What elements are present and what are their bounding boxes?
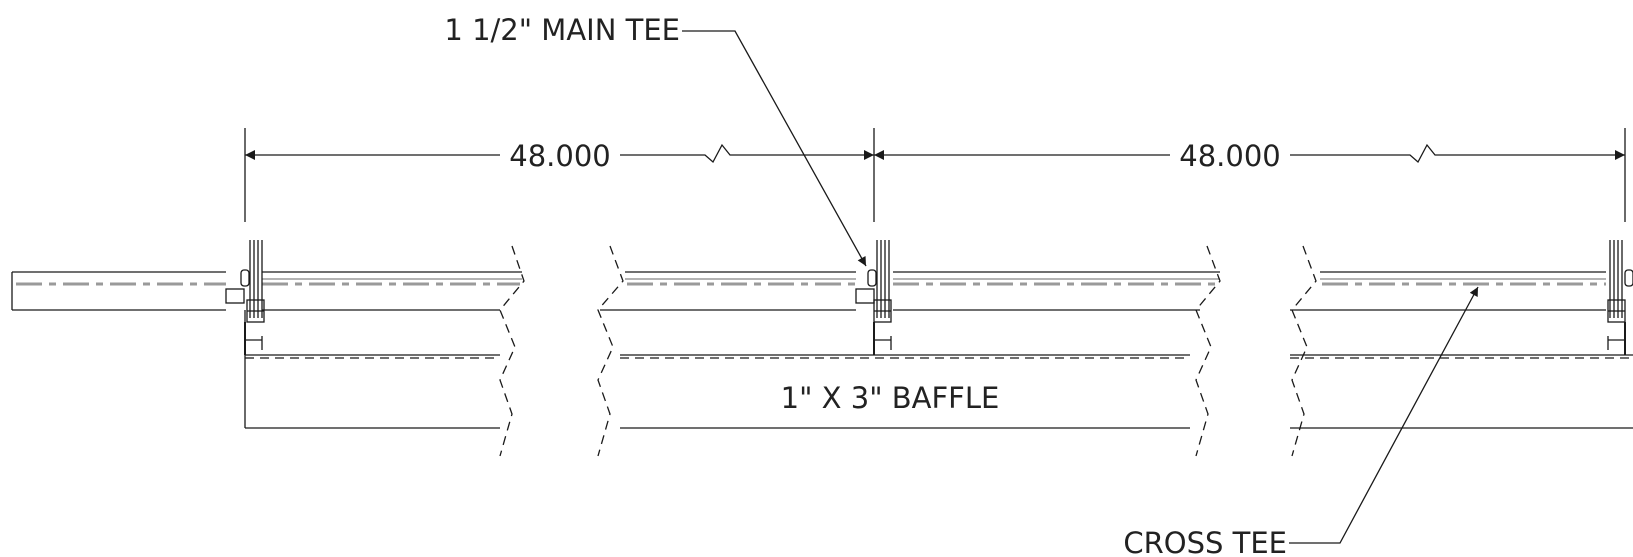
- main-tee-callout: 1 1/2" MAIN TEE: [444, 13, 867, 267]
- baffle-left-segment: [244, 310, 500, 429]
- main-tee-clip-right: [1607, 240, 1633, 355]
- dimension-left: 48.000: [245, 139, 874, 173]
- dimension-right: 48.000: [874, 139, 1625, 173]
- break-line-right-a: [1195, 245, 1221, 457]
- break-line-left-a: [499, 245, 525, 457]
- cross-tee-label: CROSS TEE: [1123, 526, 1287, 557]
- main-tee-clip-left: [240, 240, 265, 355]
- dimension-extension-lines: [244, 128, 1626, 222]
- break-line-right-b: [1291, 245, 1317, 457]
- cross-tee-channel-3: [893, 271, 1220, 311]
- dimension-right-value: 48.000: [1179, 139, 1280, 173]
- cross-tee-channel-2: [600, 271, 875, 311]
- cross-tee-channel-4: [1290, 271, 1606, 311]
- baffle-label: 1" X 3" BAFFLE: [781, 381, 1000, 415]
- dimension-left-value: 48.000: [509, 139, 610, 173]
- main-tee-clip-middle: [867, 240, 892, 355]
- cross-tee-callout: CROSS TEE: [1123, 286, 1479, 557]
- cross-tee-channel-1: [262, 271, 522, 311]
- main-tee-label: 1 1/2" MAIN TEE: [444, 13, 680, 47]
- baffle-right-segment: [1290, 354, 1633, 429]
- cross-tee-channel-far-left: [11, 271, 245, 311]
- baffle-middle-segment: [620, 354, 1190, 429]
- break-line-left-b: [597, 245, 624, 457]
